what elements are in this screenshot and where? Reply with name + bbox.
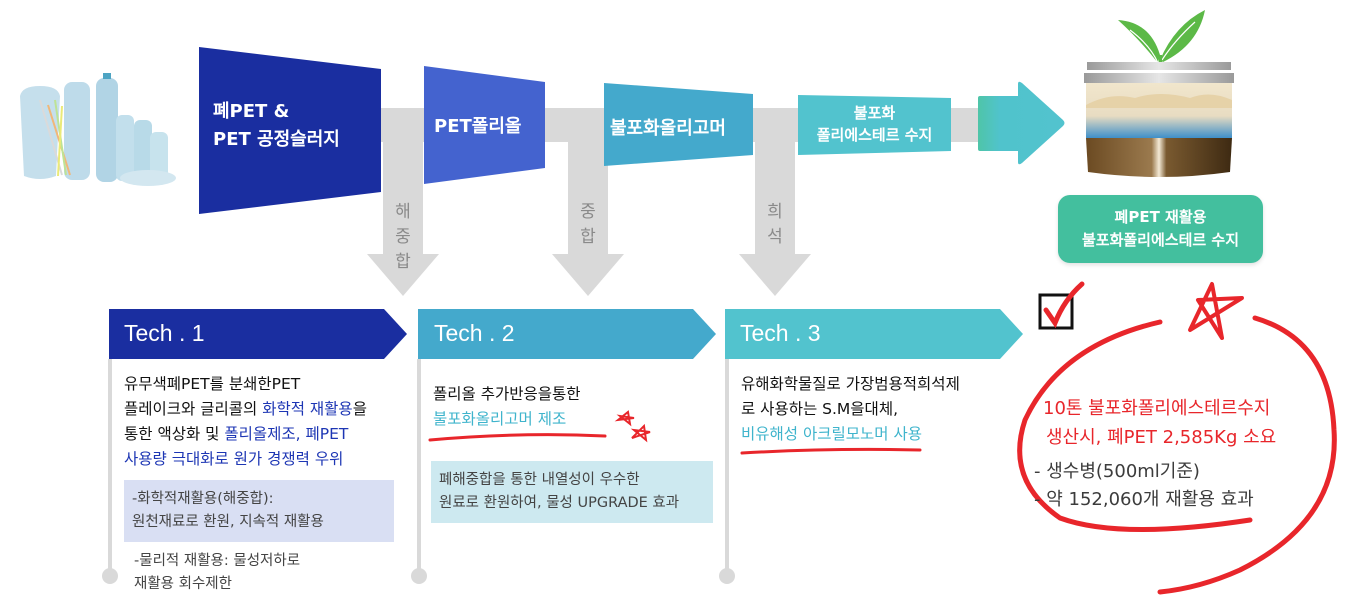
resin-jar-with-sprout-image xyxy=(1084,10,1234,177)
tech-1-physical-recycling-note: -물리적 재활용: 물성저하로 재활용 회수제한 xyxy=(134,553,301,592)
text-segment: 유무색폐PET를 분쇄한PET xyxy=(124,375,301,393)
result-highlight: 10톤 불포화폴리에스테르수지 생산시, 폐PET 2,585Kg 소요 xyxy=(1043,398,1277,448)
description-line: 통한 액상화 및 폴리올제조, 폐PET xyxy=(124,422,414,447)
big-arrow-to-product xyxy=(978,81,1065,165)
highlighted-text: 비유해성 아크릴모노머 사용 xyxy=(741,425,922,443)
tech-2-timeline xyxy=(417,359,421,574)
highlighted-text: 화학적 재활용 xyxy=(262,400,353,418)
text-segment: 유해화학물질로 가장범용적희석제 xyxy=(741,375,960,393)
down-arrow-label-depolymerization: 해 중 합 xyxy=(395,202,411,272)
description-line: 로 사용하는 S.M을대체, xyxy=(741,397,1021,422)
result-details: - 생수병(500ml기준) - 약 152,060개 재활용 효과 xyxy=(1034,461,1254,510)
tech-2-upgrade-box: 폐해중합을 통한 내열성이 우수한 원료로 환원하여, 물성 UPGRADE 효… xyxy=(431,461,713,523)
description-line: 사용량 극대화로 원가 경쟁력 우위 xyxy=(124,447,414,472)
description-line: 불포화올리고머 제조 xyxy=(433,407,713,432)
tech-3-timeline xyxy=(725,359,729,574)
stage-1-label: 폐PET & PET 공정슬러지 xyxy=(213,101,340,150)
highlighted-text: 사용량 극대화로 원가 경쟁력 우위 xyxy=(124,450,344,468)
description-line: 비유해성 아크릴모노머 사용 xyxy=(741,422,1021,447)
description-line: 유해화학물질로 가장범용적희석제 xyxy=(741,372,1021,397)
description-line: 플레이크와 글리콜의 화학적 재활용을 xyxy=(124,397,414,422)
red-underline-tech-3 xyxy=(740,447,922,455)
red-circle-annotation xyxy=(1017,315,1337,595)
description-line: 유무색폐PET를 분쇄한PET xyxy=(124,372,414,397)
pet-bottles-image xyxy=(20,73,176,186)
tech-3-title: Tech . 3 xyxy=(740,320,821,346)
description-line: 폴리올 추가반응을통한 xyxy=(433,382,713,407)
down-arrow-label-polymerization: 중 합 xyxy=(580,202,596,247)
red-underline-tech-2 xyxy=(428,433,607,442)
red-star-doodle-icon xyxy=(1188,282,1244,340)
tech-1-title: Tech . 1 xyxy=(124,320,205,346)
stage-3-label: 불포화올리고머 xyxy=(610,118,726,139)
text-segment: 플레이크와 글리콜의 xyxy=(124,400,263,418)
stage-4-label: 불포화 폴리에스테르 수지 xyxy=(816,104,933,144)
tech-1-timeline xyxy=(108,359,112,574)
highlighted-text: 폴리올제조, 폐PET xyxy=(224,425,349,443)
tech-2-title: Tech . 2 xyxy=(434,320,515,346)
text-segment: 폴리올 추가반응을통한 xyxy=(433,385,581,403)
checkbox-checked-icon xyxy=(1038,281,1085,330)
tech-1-chemical-recycling-box: -화학적재활용(해중합): 원천재료로 환원, 지속적 재활용 xyxy=(124,480,394,542)
stage-2-label: PET폴리올 xyxy=(434,116,522,137)
highlighted-text: 불포화올리고머 제조 xyxy=(433,410,567,428)
text-segment: 을 xyxy=(352,400,367,418)
text-segment: 로 사용하는 S.M을대체, xyxy=(741,400,899,418)
down-arrow-label-dilution: 희 석 xyxy=(767,202,783,247)
text-segment: 통한 액상화 및 xyxy=(124,425,225,443)
product-badge: 폐PET 재활용 불포화폴리에스테르 수지 xyxy=(1058,195,1263,263)
